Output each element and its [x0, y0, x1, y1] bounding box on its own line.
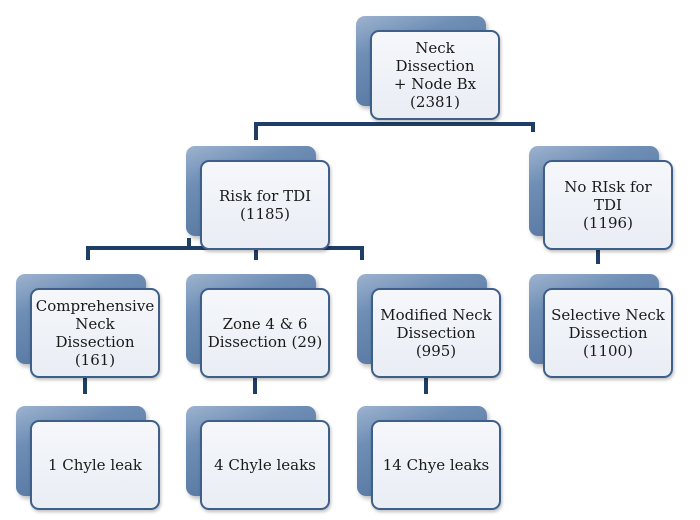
- node-selective-neck-dissection-label: Selective Neck Dissection (1100): [551, 306, 665, 360]
- node-comprehensive-neck-dissection-label: Comprehensive Neck Dissection (161): [35, 297, 155, 369]
- node-risk-for-tdi: Risk for TDI (1185): [186, 146, 330, 250]
- node-1-chyle-leak-label: 1 Chyle leak: [47, 456, 143, 474]
- node-4-chyle-leaks-label: 4 Chyle leaks: [214, 456, 316, 474]
- node-selective-neck-dissection: Selective Neck Dissection (1100): [529, 274, 673, 378]
- node-1-chyle-leak: 1 Chyle leak: [16, 406, 160, 510]
- node-4-chyle-leaks: 4 Chyle leaks: [186, 406, 330, 510]
- node-14-chye-leaks-label: 14 Chye leaks: [382, 456, 490, 474]
- node-zone-4-6-dissection: Zone 4 & 6 Dissection (29): [186, 274, 330, 378]
- node-neck-dissection-label: Neck Dissection + Node Bx (2381): [393, 39, 477, 111]
- node-zone-4-6-dissection-label: Zone 4 & 6 Dissection (29): [207, 315, 323, 351]
- node-modified-neck-dissection-label: Modified Neck Dissection (995): [380, 306, 492, 360]
- node-14-chye-leaks: 14 Chye leaks: [357, 406, 501, 510]
- node-no-risk-for-tdi: No RIsk for TDI (1196): [529, 146, 673, 250]
- node-neck-dissection: Neck Dissection + Node Bx (2381): [356, 16, 500, 120]
- node-no-risk-for-tdi-label: No RIsk for TDI (1196): [564, 178, 652, 232]
- node-modified-neck-dissection: Modified Neck Dissection (995): [357, 274, 501, 378]
- node-comprehensive-neck-dissection: Comprehensive Neck Dissection (161): [16, 274, 160, 378]
- node-risk-for-tdi-label: Risk for TDI (1185): [218, 187, 312, 223]
- connector-root-children: [254, 122, 535, 140]
